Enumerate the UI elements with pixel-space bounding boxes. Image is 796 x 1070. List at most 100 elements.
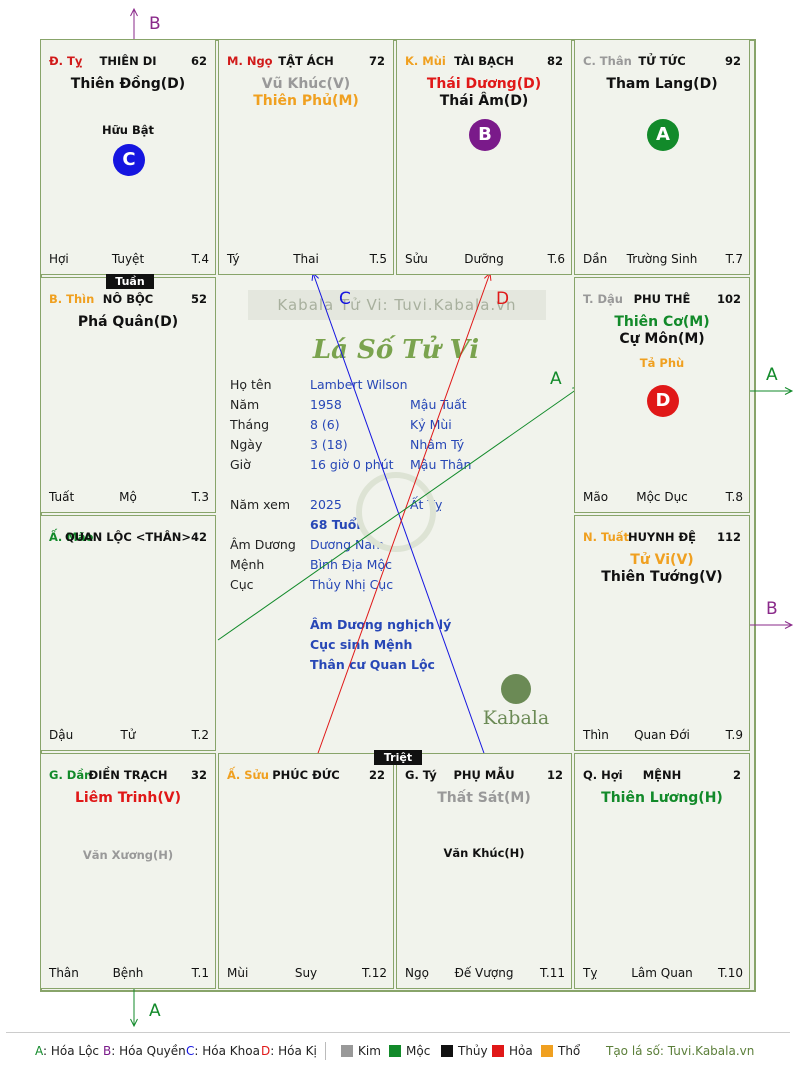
palace-branch: Hợi [49, 252, 69, 266]
info-can-chi: Nhâm Tý [410, 437, 465, 452]
palace-name: TẬT ÁCH [278, 54, 334, 68]
legend-letter: A [35, 1044, 43, 1058]
element-name: Thủy [458, 1044, 488, 1058]
palace-branch: Ngọ [405, 966, 429, 980]
palace-number: 102 [716, 292, 741, 306]
palace-name: PHỤ MẪU [453, 768, 515, 782]
triet-tag: Triệt [374, 750, 422, 765]
element-swatch [541, 1045, 553, 1057]
minor-star: Văn Khúc(H) [443, 846, 525, 860]
palace-cycle: Suy [294, 966, 318, 980]
arrow-b-top-head [130, 7, 138, 17]
info-label: Mệnh [230, 557, 265, 572]
legend-letter: C [186, 1044, 195, 1058]
palace-branch: Thìn [583, 728, 609, 742]
legend-item-b: B: Hóa Quyền [103, 1044, 186, 1058]
info-value: 2025 [310, 497, 342, 512]
major-star: Thái Dương(D) [426, 76, 542, 92]
palace-cycle: Bệnh [112, 966, 144, 980]
arrow-label: B [149, 14, 161, 34]
info-can-chi: Mậu Thân [410, 457, 472, 472]
info-value: 8 (6) [310, 417, 340, 432]
major-star: Cự Môn(M) [619, 331, 705, 347]
palace-cycle: Trường Sinh [626, 252, 698, 266]
palace-cycle: Lâm Quan [631, 966, 693, 980]
major-star: Thiên Cơ(M) [614, 314, 710, 330]
minor-star: Hữu Bật [101, 123, 155, 137]
legend-divider [6, 1032, 790, 1033]
palace-can-chi: G. Dần [49, 768, 93, 782]
element-swatch [492, 1045, 504, 1057]
palace-cycle: Tử [120, 728, 136, 742]
palace-can-chi: C. Thân [583, 54, 632, 68]
palace-number: 92 [724, 54, 741, 68]
site-link[interactable]: Tạo lá số: Tuvi.Kabala.vn [606, 1044, 755, 1058]
palace-age: T.3 [191, 490, 209, 504]
legend-text: : Hóa Quyền [111, 1044, 186, 1058]
palace-number: 72 [368, 54, 385, 68]
arrow-label: A [766, 365, 778, 385]
major-star: Tử Vi(V) [630, 552, 694, 568]
legend-text: : Hóa Kị [270, 1044, 317, 1058]
palace-name: NÔ BỘC [102, 292, 154, 306]
arrow-b-right-head [784, 621, 794, 629]
transform-circle-d: D [647, 385, 679, 417]
major-stars: Liêm Trinh(V) [41, 790, 215, 807]
info-value: Thủy Nhị Cục [310, 577, 394, 592]
palace-age: T.11 [540, 966, 565, 980]
major-stars: Tham Lang(D) [575, 76, 749, 93]
palace-number: 62 [190, 54, 207, 68]
minor-star: Tả Phù [639, 356, 685, 370]
palace-branch: Tý [227, 252, 240, 266]
kabala-logo-text: Kabala [482, 707, 550, 729]
age-value: 68 Tuổi [310, 517, 361, 532]
chart-center-info: Kabala Tử Vi: Tuvi.Kabala.vn Lá Số Tử Vi… [218, 277, 574, 753]
legend-item-a: A: Hóa Lộc [35, 1044, 99, 1058]
arrow-a-right-head [784, 387, 794, 395]
major-stars: Thái Dương(D)Thái Âm(D) [397, 76, 571, 110]
major-star: Thiên Phủ(M) [253, 93, 359, 109]
major-star: Thiên Đồng(D) [70, 76, 186, 92]
palace-number: 12 [546, 768, 563, 782]
major-star: Thất Sát(M) [437, 790, 531, 806]
palace-can-chi: Ấ. Sửu [227, 768, 269, 782]
minor-star: Văn Xương(H) [82, 848, 174, 862]
major-stars: Thiên Đồng(D) [41, 76, 215, 93]
info-can-chi: Mậu Tuất [410, 397, 467, 412]
legend-separator [325, 1042, 326, 1060]
chart-note: Âm Dương nghịch lý [310, 617, 452, 632]
palace-cycle: Thai [293, 252, 319, 266]
major-stars: Phá Quân(D) [41, 314, 215, 331]
palace-can-chi: Q. Hợi [583, 768, 623, 782]
transform-circle-c: C [113, 144, 145, 176]
arrow-label: A [149, 1001, 161, 1021]
element-name: Kim [358, 1044, 381, 1058]
chart-note: Cục sinh Mệnh [310, 637, 413, 652]
arrow-label: B [766, 599, 778, 619]
palace-cycle: Mộc Dục [636, 490, 688, 504]
legend-letter: D [261, 1044, 271, 1058]
palace-name: HUYNH ĐỆ [627, 530, 697, 544]
info-value: Lambert Wilson [310, 377, 408, 392]
palace-branch: Sửu [405, 252, 428, 266]
palace-can-chi: N. Tuất [583, 530, 630, 544]
info-value: 16 giờ 0 phút [310, 457, 394, 472]
element-swatch [341, 1045, 353, 1057]
palace-name: PHU THÊ [633, 292, 691, 306]
palace-number: 42 [190, 530, 207, 544]
major-stars: Thiên Cơ(M)Cự Môn(M) [575, 314, 749, 348]
palace-name: ĐIỀN TRẠCH [88, 768, 168, 782]
major-stars: Thất Sát(M) [397, 790, 571, 807]
